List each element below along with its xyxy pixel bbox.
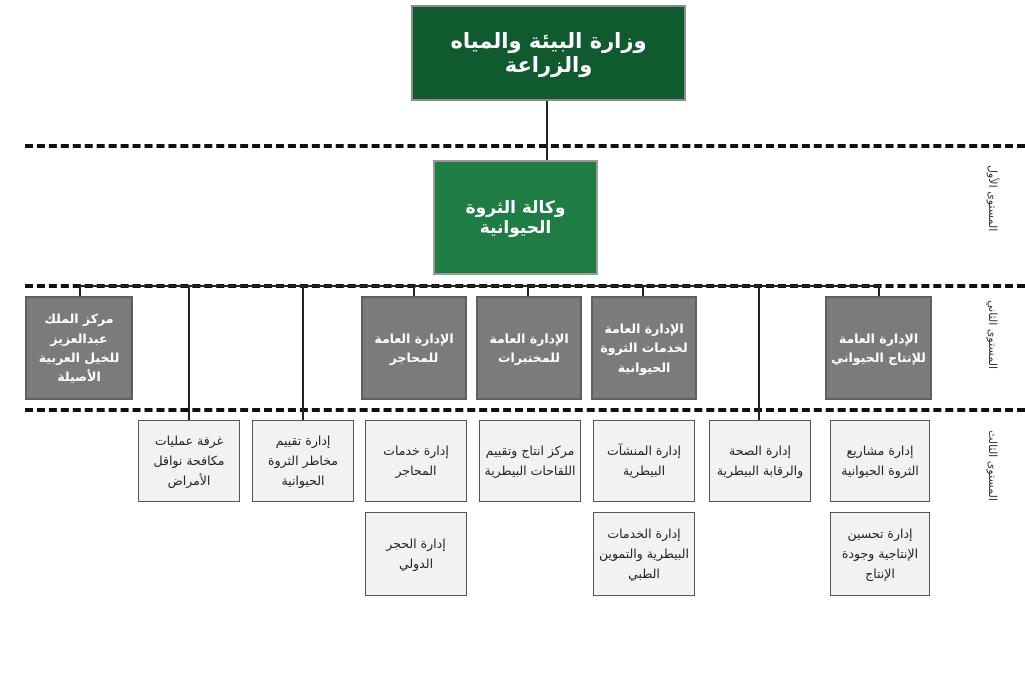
connector-stub xyxy=(413,285,415,297)
dept-international-quarantine: إدارة الحجر الدولي xyxy=(365,512,467,596)
general-admin-animal-production: الإدارة العامة للإنتاج الحيواني xyxy=(825,296,932,400)
general-admin-livestock-services: الإدارة العامة لخدمات الثروة الحيوانية xyxy=(591,296,697,400)
connector-stub xyxy=(878,285,880,297)
level-label-third: المستوى الثالث xyxy=(986,430,999,501)
dept-productivity-quality: إدارة تحسين الإنتاجية وجودة الإنتاج xyxy=(830,512,930,596)
connector-stub xyxy=(758,285,760,422)
disease-vector-ops-room: غرفة عمليات مكافحة نواقل الأمراض xyxy=(138,420,240,502)
level-label-second: المستوى الثاني xyxy=(986,300,999,369)
level-label-first: المستوى الأول xyxy=(986,165,999,232)
dept-livestock-projects: إدارة مشاريع الثروة الحيوانية xyxy=(830,420,930,502)
connector-stub xyxy=(188,285,190,422)
connector-stub xyxy=(302,285,304,422)
dept-quarantine-services: إدارة خدمات المحاجر xyxy=(365,420,467,502)
connector-stub xyxy=(642,285,644,297)
dept-vet-facilities: إدارة المنشآت البيطرية xyxy=(593,420,695,502)
connector-ministry-agency xyxy=(546,100,548,160)
connector-bus xyxy=(79,285,880,287)
connector-stub xyxy=(79,285,81,297)
connector-stub xyxy=(527,285,529,297)
dept-vet-health-control: إدارة الصحة والرقابة البيطرية xyxy=(709,420,811,502)
level-divider-3 xyxy=(25,408,1025,412)
general-admin-quarantines: الإدارة العامة للمحاجر xyxy=(361,296,467,400)
dept-livestock-risk-assessment: إدارة تقييم مخاطر الثروة الحيوانية xyxy=(252,420,354,502)
general-admin-laboratories: الإدارة العامة للمختبرات xyxy=(476,296,582,400)
ministry-box: وزارة البيئة والمياه والزراعة xyxy=(411,5,686,101)
level-divider-1 xyxy=(25,144,1025,148)
dept-vet-services-medical-supply: إدارة الخدمات البيطرية والتموين الطبي xyxy=(593,512,695,596)
king-abdulaziz-arabian-horse-center: مركز الملك عبدالعزيز للخيل العربية الأصي… xyxy=(25,296,133,400)
agency-box: وكالة الثروة الحيوانية xyxy=(433,160,598,275)
vaccine-production-center: مركز انتاج وتقييم اللقاحات البيطرية xyxy=(479,420,581,502)
